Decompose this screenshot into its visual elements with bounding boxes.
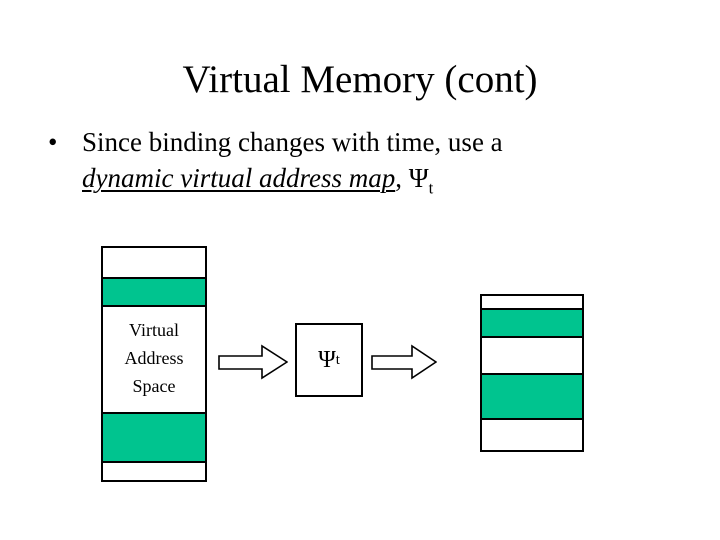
psi-symbol: Ψ bbox=[318, 346, 336, 373]
list-item-continuation: dynamic virtual address map, Ψt bbox=[48, 160, 668, 196]
allocated-block-band bbox=[482, 308, 582, 338]
arrow-right-icon bbox=[218, 344, 289, 385]
bullet-line-2-separator: , bbox=[395, 163, 409, 193]
psi-symbol: Ψ bbox=[408, 163, 429, 193]
list-item: • Since binding changes with time, use a bbox=[48, 124, 668, 160]
bullet-list: • Since binding changes with time, use a… bbox=[48, 124, 668, 196]
emphasized-term: dynamic virtual address map bbox=[82, 163, 396, 193]
virtual-address-space-label: Virtual Address Space bbox=[103, 316, 205, 400]
vas-label-line-3: Space bbox=[132, 376, 176, 396]
vas-label-line-1: Virtual bbox=[129, 320, 179, 340]
bullet-line-2-text: dynamic virtual address map, Ψt bbox=[82, 160, 668, 196]
allocated-block-band bbox=[103, 412, 205, 463]
physical-memory-column bbox=[480, 294, 584, 452]
vas-label-line-2: Address bbox=[124, 348, 184, 368]
page-title: Virtual Memory (cont) bbox=[182, 58, 538, 101]
bullet-point-icon: • bbox=[48, 127, 58, 157]
allocated-block-band bbox=[482, 373, 582, 420]
allocated-block-band bbox=[103, 277, 205, 307]
virtual-address-space-column: Virtual Address Space bbox=[101, 246, 207, 482]
arrow-right-icon bbox=[371, 344, 438, 385]
psi-subscript: t bbox=[428, 178, 434, 198]
bullet-line-1-text: Since binding changes with time, use a bbox=[82, 127, 503, 157]
